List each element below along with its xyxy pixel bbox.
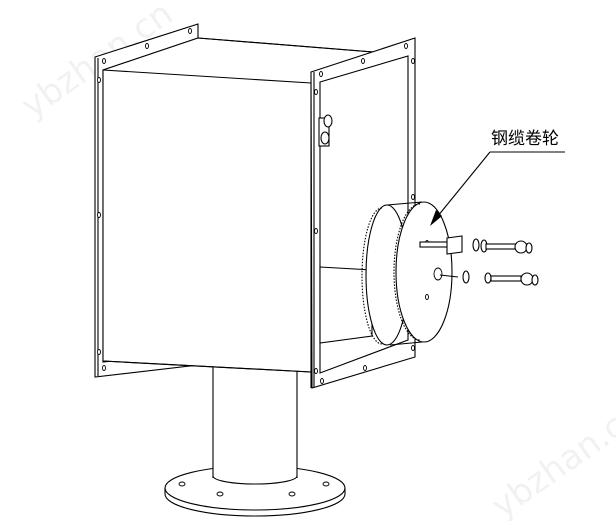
housing-box [102, 37, 374, 388]
bolts [419, 235, 539, 286]
base-flange [164, 465, 346, 517]
callout-label: 钢缆卷轮 [491, 129, 559, 149]
right-flange [310, 37, 416, 389]
callout-leader [430, 151, 565, 226]
cable-reel [361, 201, 453, 346]
support-pipe [212, 365, 298, 485]
